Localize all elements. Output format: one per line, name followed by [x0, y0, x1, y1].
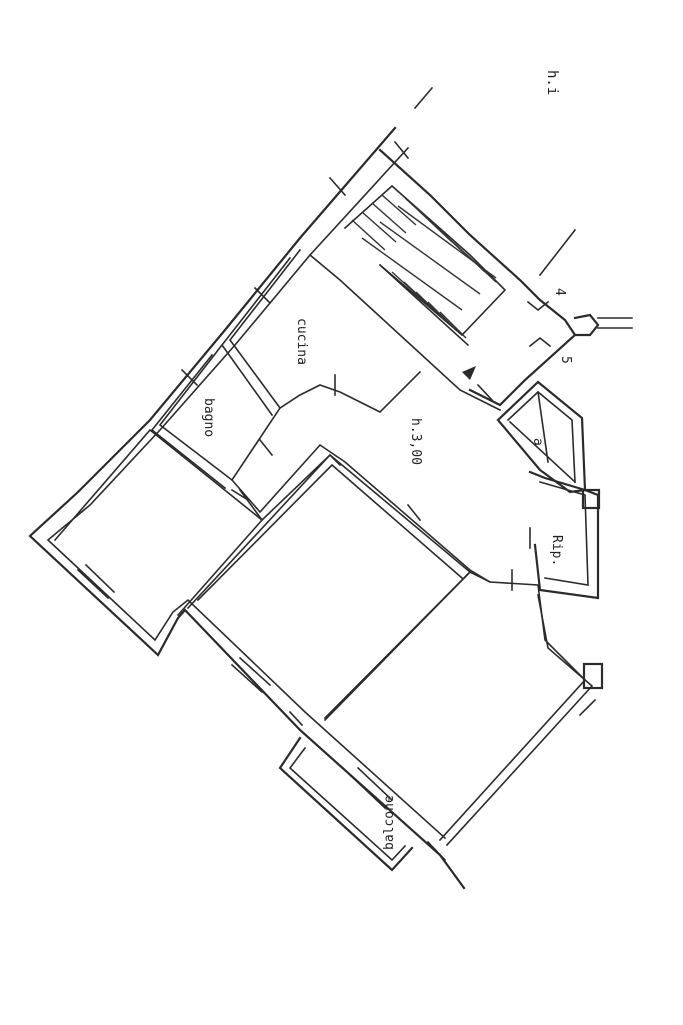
ceiling-height-label: h.3,00: [408, 418, 423, 465]
balcony: [278, 736, 414, 872]
bedroom-walls: [53, 428, 594, 847]
bath-wall: [158, 343, 282, 482]
stair-arrow-down-icon: [528, 336, 552, 348]
stair-tread: [465, 253, 497, 283]
door-mark: [476, 383, 494, 402]
wall-tick: [393, 140, 410, 160]
room-label-ripostiglio: Rip.: [549, 535, 564, 566]
outer-wall-line-outer: [28, 126, 466, 890]
stair-tread: [381, 194, 417, 226]
bedroom-2-wall-double: [196, 463, 464, 602]
stair-nosing: [397, 205, 497, 279]
stairwell-inner-wall: [308, 253, 502, 412]
wall-pier: [581, 488, 601, 510]
stair-mark-top: 4: [552, 288, 567, 296]
shaft-inner: [506, 390, 576, 483]
window-mark: [76, 568, 110, 600]
stair-tread: [439, 311, 467, 339]
wall-pier: [573, 313, 600, 337]
shaft-cross: [537, 391, 549, 463]
living-wall-double: [445, 594, 594, 847]
window-mark: [230, 663, 264, 694]
door-mark: [258, 438, 274, 457]
stairwell: [308, 86, 633, 412]
stair-tread: [415, 291, 447, 322]
site-boundary-line: [413, 86, 434, 110]
bedroom-1-wall: [53, 428, 264, 617]
room-label-bagno: bagno: [201, 398, 216, 437]
stair-mark-bottom: 5: [558, 356, 573, 364]
stair-flight-outline: [343, 184, 507, 337]
wall-pier: [582, 662, 604, 690]
openings: [76, 140, 531, 862]
ripostiglio-inner: [539, 481, 589, 586]
room-label-balcone: balcone: [382, 795, 397, 850]
window-mark: [356, 766, 394, 802]
stair-nosing: [379, 221, 481, 295]
stair-nosing: [361, 237, 463, 311]
corridor-wall-double: [238, 453, 342, 522]
stair-tread: [371, 202, 407, 234]
stair-handrail: [378, 263, 470, 347]
window-mark: [253, 286, 272, 305]
outer-wall-line-inner: [46, 146, 447, 840]
wall-tick: [426, 840, 447, 862]
stair-tread: [361, 211, 397, 243]
living-wall: [323, 571, 587, 842]
window-mark: [84, 563, 116, 594]
corridor-wall: [230, 443, 492, 584]
balcony-outline: [278, 736, 414, 872]
service-rooms: [496, 380, 604, 717]
wall-tick: [288, 710, 304, 727]
room-label-shaft: a: [530, 438, 545, 446]
wall-tick: [328, 176, 347, 197]
wall-tick: [578, 698, 597, 717]
stair-tread: [427, 301, 457, 331]
stair-tread: [351, 219, 386, 251]
room-label-cucina: cucina: [294, 318, 309, 365]
stairwell-outer-wall: [378, 148, 577, 407]
window-mark: [180, 368, 199, 387]
shaft-cross: [508, 420, 577, 484]
stair-arrow-head-icon: [462, 366, 476, 380]
window-mark: [348, 773, 387, 810]
door-mark: [230, 488, 250, 502]
stair-arrow-up-icon: [526, 300, 550, 312]
site-boundary-line: [538, 228, 577, 277]
header-text: h.i: [544, 70, 560, 95]
outer-wall: [28, 126, 466, 890]
balcony-outline-inner: [288, 746, 407, 862]
window-mark: [238, 656, 272, 687]
kitchen-wall: [228, 248, 422, 413]
door-mark: [406, 503, 422, 522]
